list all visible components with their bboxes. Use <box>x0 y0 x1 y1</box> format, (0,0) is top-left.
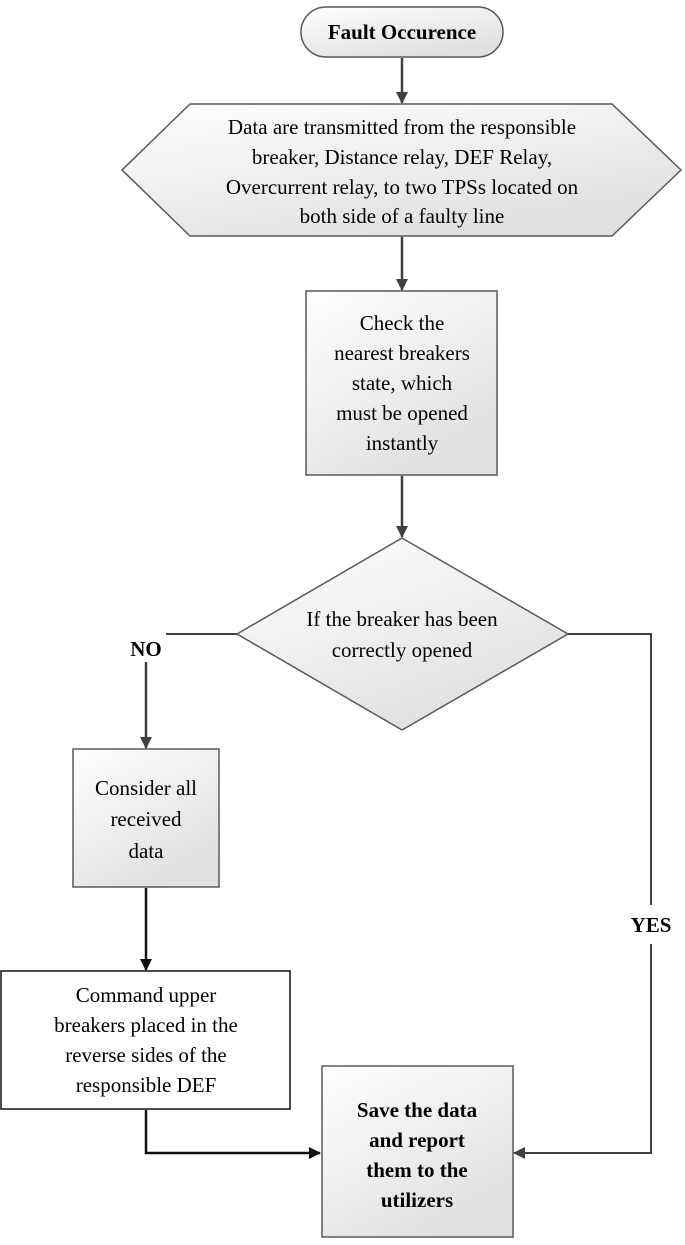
start-label: Fault Occurence <box>328 20 476 44</box>
transmit-line-3: Overcurrent relay, to two TPSs located o… <box>226 175 579 199</box>
consider-line-2: received <box>110 807 182 831</box>
save-line-4: utilizers <box>381 1188 453 1212</box>
transmit-line-4: both side of a faulty line <box>300 204 505 228</box>
yes-branch-label: YES <box>631 913 672 937</box>
command-step: Command upper breakers placed in the rev… <box>0 970 291 1110</box>
consider-step: Consider all received data <box>72 748 220 888</box>
start-shape <box>300 6 504 58</box>
yes-branch-line <box>568 633 652 905</box>
flow-arrow-yes-to-save <box>513 944 652 1159</box>
decision-line-2: correctly opened <box>332 638 473 662</box>
save-shape <box>321 1065 514 1238</box>
decision-step: If the breaker has been correctly opened <box>235 537 570 731</box>
consider-line-1: Consider all <box>95 776 197 800</box>
save-line-3: them to the <box>366 1158 467 1182</box>
save-line-2: and report <box>369 1128 465 1152</box>
transmit-line-2: breaker, Distance relay, DEF Relay, <box>252 145 552 169</box>
flow-arrow-command-to-save <box>144 1110 321 1159</box>
check-line-3: state, which <box>352 371 453 395</box>
save-step: Save the data and report them to the uti… <box>321 1065 514 1238</box>
save-line-1: Save the data <box>357 1098 478 1122</box>
check-line-2: nearest breakers <box>334 341 470 365</box>
transmit-line-1: Data are transmitted from the responsibl… <box>228 115 576 139</box>
command-line-4: responsible DEF <box>76 1073 217 1097</box>
check-step: Check the nearest breakers state, which … <box>305 290 498 476</box>
command-shape <box>0 970 291 1110</box>
check-line-5: instantly <box>366 431 439 455</box>
start-terminator: Fault Occurence <box>300 6 504 58</box>
check-line-4: must be opened <box>336 401 468 425</box>
check-shape <box>305 290 498 476</box>
consider-shape <box>72 748 220 888</box>
decision-line-1: If the breaker has been <box>306 607 498 631</box>
decision-shape <box>235 537 570 731</box>
check-line-1: Check the <box>360 311 445 335</box>
no-branch-label: NO <box>130 637 162 661</box>
transmit-step: Data are transmitted from the responsibl… <box>120 103 683 237</box>
consider-line-3: data <box>129 839 165 863</box>
command-line-3: reverse sides of the <box>65 1043 227 1067</box>
command-line-1: Command upper <box>76 983 217 1007</box>
transmit-shape <box>120 103 683 237</box>
command-line-2: breakers placed in the <box>54 1013 238 1037</box>
